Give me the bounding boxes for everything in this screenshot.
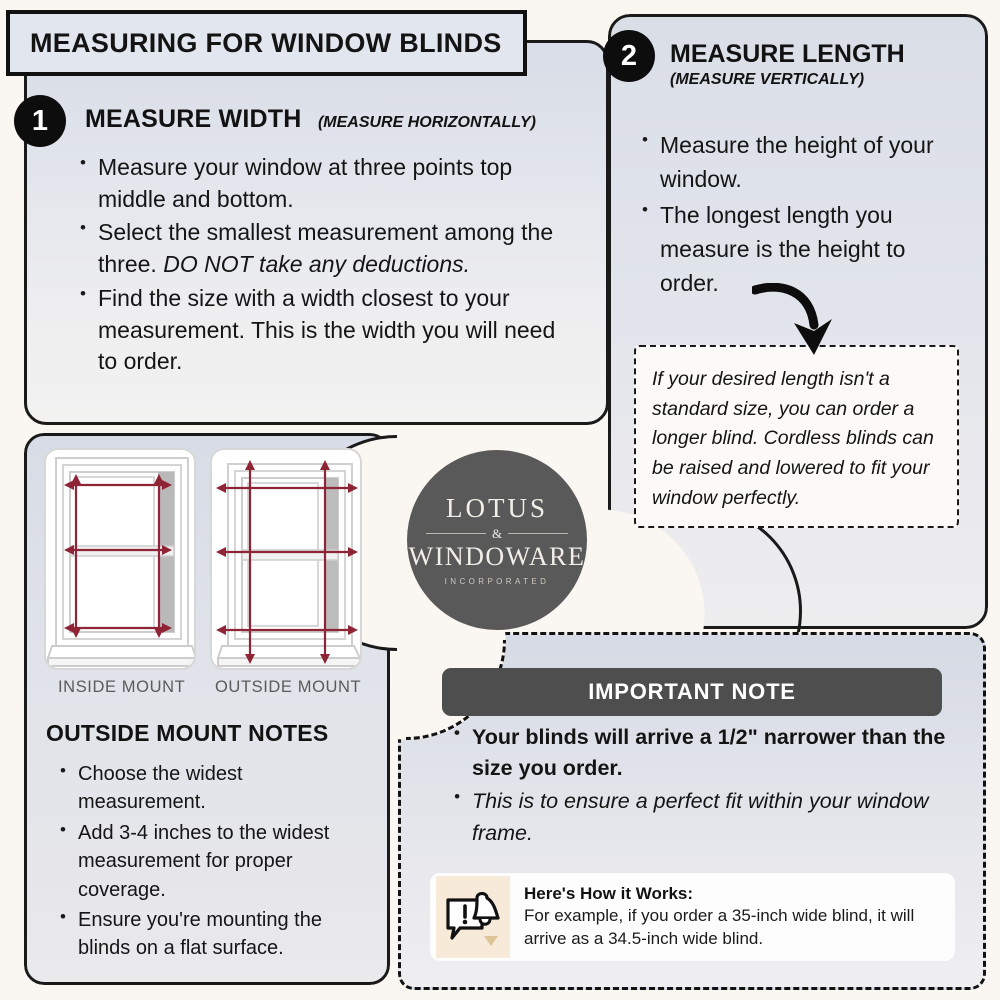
logo-ampersand: &	[491, 525, 503, 541]
important-note-bullet: This is to ensure a perfect fit within y…	[452, 785, 952, 848]
step-1-bullet: Measure your window at three points top …	[78, 151, 573, 215]
logo-line-2: WINDOWARE	[408, 541, 586, 571]
step-1-bullet: Select the smallest measurement among th…	[78, 216, 573, 280]
step-2-bullet-list: Measure the height of your window.The lo…	[640, 127, 955, 302]
logo-rule-right	[508, 533, 568, 534]
inside-mount-diagram	[44, 448, 196, 670]
step-1-heading: MEASURE WIDTH	[85, 105, 302, 133]
step-1-bullet: Find the size with a width closest to yo…	[78, 282, 573, 378]
alert-bell-speech-bubble-icon	[436, 876, 510, 958]
length-note-text: If your desired length isn't a standard …	[652, 368, 934, 509]
logo-ampersand-row: &	[426, 526, 568, 542]
important-note-header-text: IMPORTANT NOTE	[588, 679, 796, 704]
inside-mount-label: INSIDE MOUNT	[58, 678, 186, 696]
step-2-badge: 2	[603, 30, 655, 82]
outside-mount-note-bullet: Add 3-4 inches to the widest measurement…	[58, 818, 370, 904]
step-1-number: 1	[31, 104, 49, 137]
logo-rule-left	[426, 533, 486, 534]
step-1-bullet-emphasis: DO NOT take any deductions.	[163, 251, 471, 278]
step-2-number: 2	[620, 39, 638, 72]
outside-mount-note-bullet: Ensure you're mounting the blinds on a f…	[58, 905, 370, 963]
step-2-subheading: (MEASURE VERTICALLY)	[670, 71, 865, 88]
outside-mount-notes-title: OUTSIDE MOUNT NOTES	[46, 720, 329, 746]
how-it-works-callout: Here's How it Works: For example, if you…	[430, 873, 955, 961]
step-1-subheading: (MEASURE HORIZONTALLY)	[317, 114, 536, 131]
important-note-list: Your blinds will arrive a 1/2" narrower …	[452, 721, 952, 851]
step-1-heading-group: MEASURE WIDTH (MEASURE HORIZONTALLY)	[85, 105, 536, 134]
mount-diagram-row	[44, 448, 362, 670]
page-title: MEASURING FOR WINDOW BLINDS	[6, 10, 527, 76]
important-note-bullet: Your blinds will arrive a 1/2" narrower …	[452, 721, 952, 784]
logo-line-3: INCORPORATED	[444, 576, 550, 586]
step-1-bullet-list: Measure your window at three points top …	[78, 151, 573, 380]
length-note-box: If your desired length isn't a standard …	[634, 345, 959, 528]
page-title-text: MEASURING FOR WINDOW BLINDS	[30, 27, 502, 58]
step-2-heading-group: MEASURE LENGTH (MEASURE VERTICALLY)	[670, 40, 905, 89]
outside-mount-label: OUTSIDE MOUNT	[215, 678, 362, 696]
step-2-heading: MEASURE LENGTH	[670, 40, 905, 68]
curved-down-arrow-icon	[752, 283, 832, 355]
step-1-badge: 1	[14, 95, 66, 147]
important-note-header: IMPORTANT NOTE	[442, 668, 942, 716]
outside-mount-note-bullet: Choose the widest measurement.	[58, 759, 370, 817]
step-2-bullet: The longest length you measure is the he…	[640, 197, 955, 300]
logo-line-1: LOTUS	[446, 492, 548, 523]
outside-mount-notes-list: Choose the widest measurement.Add 3-4 in…	[58, 759, 370, 965]
outside-mount-diagram	[210, 448, 362, 670]
how-it-works-text: Here's How it Works: For example, if you…	[510, 884, 955, 949]
how-it-works-title: Here's How it Works:	[524, 884, 694, 904]
step-2-bullet: Measure the height of your window.	[640, 127, 955, 196]
brand-logo: LOTUS & WINDOWARE INCORPORATED	[407, 450, 587, 630]
how-it-works-body: For example, if you order a 35-inch wide…	[524, 906, 915, 948]
